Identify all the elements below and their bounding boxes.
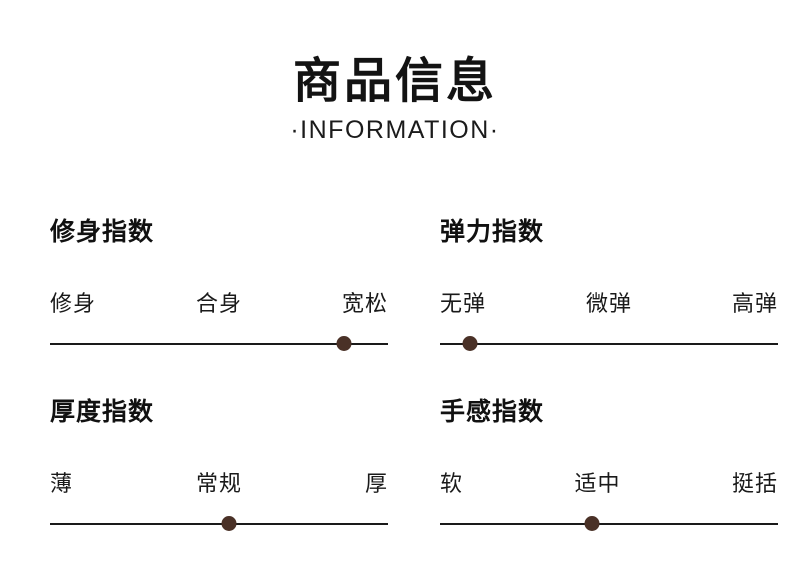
meter-scale: 软 适中 挺括	[440, 466, 778, 532]
meter-dot-indicator[interactable]	[221, 516, 237, 531]
meter-label-high: 高弹	[731, 291, 778, 316]
meter-track-wrap[interactable]	[440, 516, 778, 532]
meter-scale: 无弹 微弹 高弹	[440, 286, 778, 352]
meter-track	[50, 343, 388, 345]
meter-dot-indicator[interactable]	[584, 516, 600, 531]
meter-scale: 修身 合身 宽松	[50, 286, 388, 352]
meter-title: 弹力指数	[440, 217, 545, 246]
meter-labels: 修身 合身 宽松	[50, 286, 388, 318]
meter-label-low: 无弹	[440, 291, 487, 316]
meter-fit-index: 修身指数 修身 合身 宽松	[30, 212, 400, 392]
meter-label-low: 软	[440, 471, 464, 496]
meter-dot-indicator[interactable]	[462, 336, 478, 351]
index-meter-grid: 修身指数 修身 合身 宽松 弹力指数 无弹 微弹 高弹	[0, 212, 790, 572]
meter-track-wrap[interactable]	[50, 516, 388, 532]
meter-handfeel-index: 手感指数 软 适中 挺括	[420, 392, 790, 572]
meter-label-mid: 常规	[195, 471, 242, 496]
meter-track-wrap[interactable]	[50, 336, 388, 352]
meter-title: 手感指数	[440, 397, 545, 426]
meter-label-low: 修身	[50, 291, 97, 316]
meter-track	[440, 343, 778, 345]
page-title: 商品信息	[292, 53, 497, 109]
meter-dot-indicator[interactable]	[336, 336, 352, 351]
meter-labels: 软 适中 挺括	[440, 466, 778, 498]
meter-label-low: 薄	[50, 471, 74, 496]
meter-track	[440, 523, 778, 525]
meter-elasticity-index: 弹力指数 无弹 微弹 高弹	[420, 212, 790, 392]
meter-label-mid: 微弹	[585, 291, 632, 316]
meter-thickness-index: 厚度指数 薄 常规 厚	[30, 392, 400, 572]
meter-scale: 薄 常规 厚	[50, 466, 388, 532]
meter-labels: 无弹 微弹 高弹	[440, 286, 778, 318]
meter-title: 修身指数	[50, 217, 155, 246]
meter-track	[50, 523, 388, 525]
meter-labels: 薄 常规 厚	[50, 466, 388, 498]
page-subtitle: ·INFORMATION·	[290, 116, 500, 145]
meter-label-mid: 适中	[574, 471, 621, 496]
meter-title: 厚度指数	[50, 397, 155, 426]
meter-track-wrap[interactable]	[440, 336, 778, 352]
meter-label-high: 挺括	[731, 471, 778, 496]
meter-label-high: 宽松	[341, 291, 388, 316]
meter-label-mid: 合身	[195, 291, 242, 316]
meter-label-high: 厚	[364, 471, 388, 496]
page-header: 商品信息 ·INFORMATION·	[0, 56, 790, 145]
